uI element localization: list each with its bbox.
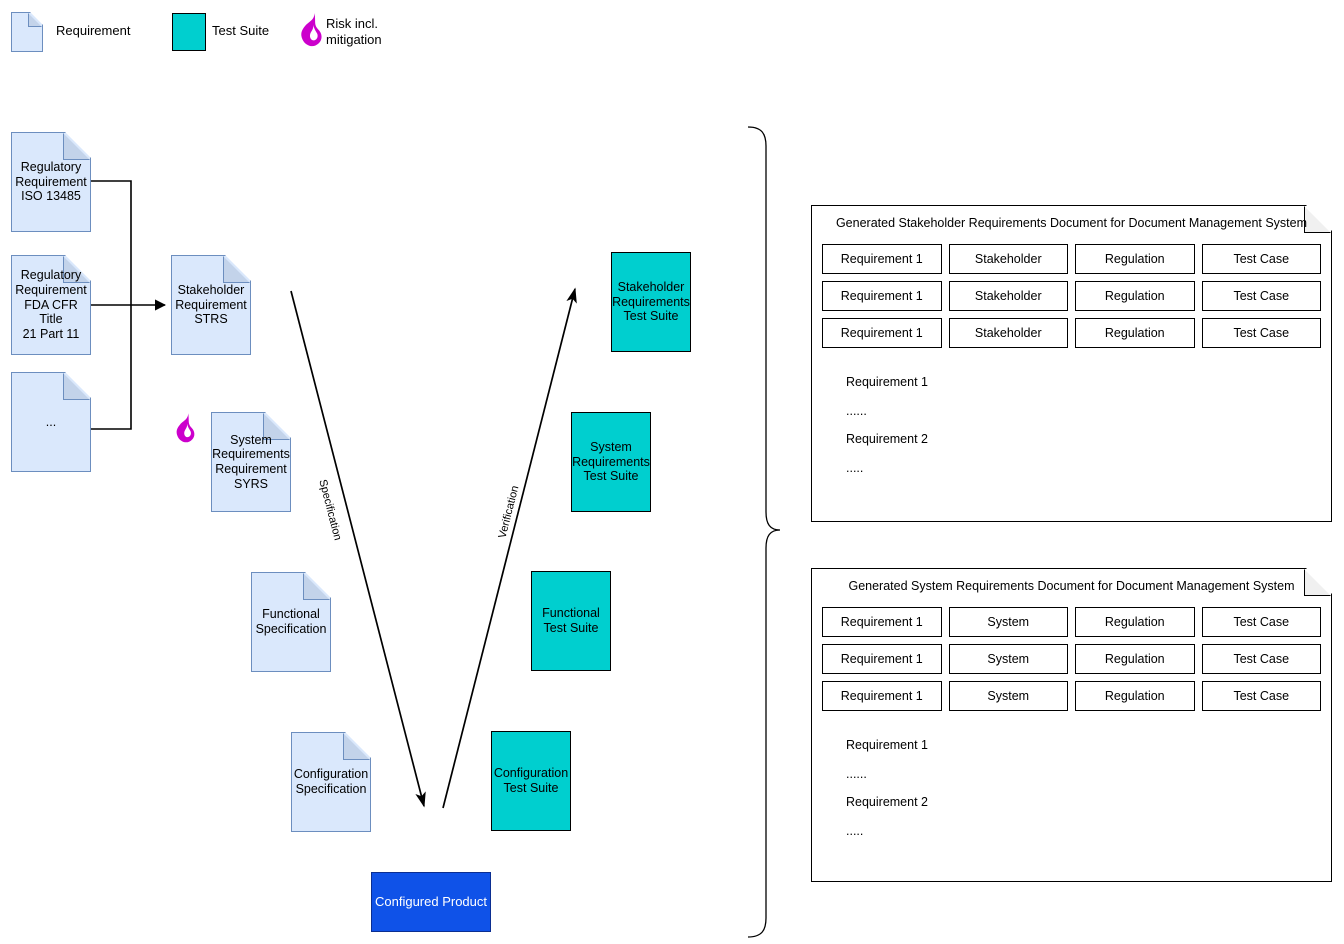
node-label: Configured Product <box>374 894 487 910</box>
body-line: ...... <box>846 403 867 418</box>
cell-requirement[interactable]: Requirement 1 <box>822 607 942 637</box>
node-functional-specification[interactable]: Functional Specification <box>251 572 331 672</box>
cell-regulation[interactable]: Regulation <box>1075 681 1195 711</box>
table-row: Requirement 1 System Regulation Test Cas… <box>822 644 1321 674</box>
node-label: Regulatory Requirement ISO 13485 <box>15 159 87 204</box>
node-system-requirements-test-suite[interactable]: System Requirements Test Suite <box>571 412 651 512</box>
document-title: Generated Stakeholder Requirements Docum… <box>835 216 1308 230</box>
node-regulatory-requirement-more[interactable]: ... <box>11 372 91 472</box>
cell-requirement[interactable]: Requirement 1 <box>822 644 942 674</box>
cell-test-case[interactable]: Test Case <box>1202 318 1322 348</box>
node-label: Stakeholder Requirement STRS <box>175 282 247 327</box>
legend-flame-risk-icon <box>301 13 322 47</box>
body-line: Requirement 2 <box>846 432 928 446</box>
document-body: Requirement 1 ...... Requirement 2 ..... <box>846 376 928 490</box>
body-line: ...... <box>846 766 867 781</box>
cell-regulation[interactable]: Regulation <box>1075 644 1195 674</box>
legend-label-requirement: Requirement <box>56 23 131 38</box>
cell-source[interactable]: System <box>949 681 1069 711</box>
document-body: Requirement 1 ...... Requirement 2 ..... <box>846 739 928 853</box>
body-line: Requirement 1 <box>846 375 928 389</box>
node-configuration-specification[interactable]: Configuration Specification <box>291 732 371 832</box>
cell-requirement[interactable]: Requirement 1 <box>822 318 942 348</box>
risk-flame-icon-syrs <box>176 413 195 443</box>
body-line: Requirement 1 <box>846 738 928 752</box>
node-label: Configuration Specification <box>293 767 369 796</box>
body-line: ..... <box>846 823 864 838</box>
node-system-requirements-syrs[interactable]: System Requirements Requirement SYRS <box>211 412 291 512</box>
node-label: System Requirements Test Suite <box>572 439 650 484</box>
cell-source[interactable]: System <box>949 644 1069 674</box>
document-title: Generated System Requirements Document f… <box>848 579 1295 593</box>
table-row: Requirement 1 Stakeholder Regulation Tes… <box>822 281 1321 311</box>
cell-test-case[interactable]: Test Case <box>1202 644 1322 674</box>
generated-stakeholder-requirements-document[interactable]: Generated Stakeholder Requirements Docum… <box>811 205 1332 522</box>
cell-regulation[interactable]: Regulation <box>1075 318 1195 348</box>
generated-documents-brace <box>747 126 781 938</box>
cell-test-case[interactable]: Test Case <box>1202 681 1322 711</box>
body-line: ..... <box>846 460 864 475</box>
node-configured-product[interactable]: Configured Product <box>371 872 491 932</box>
cell-test-case[interactable]: Test Case <box>1202 607 1322 637</box>
node-functional-test-suite[interactable]: Functional Test Suite <box>531 571 611 671</box>
cell-source[interactable]: Stakeholder <box>949 281 1069 311</box>
cell-test-case[interactable]: Test Case <box>1202 281 1322 311</box>
specification-arrow <box>290 290 426 808</box>
table-row: Requirement 1 System Regulation Test Cas… <box>822 681 1321 711</box>
traceability-table: Requirement 1 Stakeholder Regulation Tes… <box>822 244 1321 355</box>
legend-test-suite-box-icon <box>172 13 206 51</box>
table-row: Requirement 1 System Regulation Test Cas… <box>822 607 1321 637</box>
cell-requirement[interactable]: Requirement 1 <box>822 281 942 311</box>
node-label: Functional Specification <box>255 607 327 636</box>
body-line: Requirement 2 <box>846 795 928 809</box>
cell-requirement[interactable]: Requirement 1 <box>822 244 942 274</box>
cell-source[interactable]: Stakeholder <box>949 244 1069 274</box>
cell-source[interactable]: Stakeholder <box>949 318 1069 348</box>
table-row: Requirement 1 Stakeholder Regulation Tes… <box>822 244 1321 274</box>
legend-label-test-suite: Test Suite <box>212 23 270 38</box>
node-regulatory-requirement-fda[interactable]: Regulatory Requirement FDA CFR Title 21 … <box>11 255 91 355</box>
cell-source[interactable]: System <box>949 607 1069 637</box>
node-stakeholder-requirement-strs[interactable]: Stakeholder Requirement STRS <box>171 255 251 355</box>
node-label: Functional Test Suite <box>542 606 600 635</box>
cell-regulation[interactable]: Regulation <box>1075 281 1195 311</box>
cell-requirement[interactable]: Requirement 1 <box>822 681 942 711</box>
node-label: Regulatory Requirement FDA CFR Title 21 … <box>15 268 87 342</box>
node-configuration-test-suite[interactable]: Configuration Test Suite <box>491 731 571 831</box>
node-regulatory-requirement-iso[interactable]: Regulatory Requirement ISO 13485 <box>11 132 91 232</box>
requirements-merge-connector <box>91 180 167 430</box>
node-stakeholder-requirements-test-suite[interactable]: Stakeholder Requirements Test Suite <box>611 252 691 352</box>
generated-system-requirements-document[interactable]: Generated System Requirements Document f… <box>811 568 1332 882</box>
cell-regulation[interactable]: Regulation <box>1075 607 1195 637</box>
cell-regulation[interactable]: Regulation <box>1075 244 1195 274</box>
table-row: Requirement 1 Stakeholder Regulation Tes… <box>822 318 1321 348</box>
legend-label-risk: Risk incl. mitigation <box>326 16 382 48</box>
node-label: ... <box>45 414 57 429</box>
node-label: Stakeholder Requirements Test Suite <box>612 279 690 324</box>
node-label: System Requirements Requirement SYRS <box>212 432 290 491</box>
traceability-table: Requirement 1 System Regulation Test Cas… <box>822 607 1321 718</box>
node-label: Configuration Test Suite <box>493 766 569 795</box>
cell-test-case[interactable]: Test Case <box>1202 244 1322 274</box>
verification-arrow <box>442 287 577 809</box>
